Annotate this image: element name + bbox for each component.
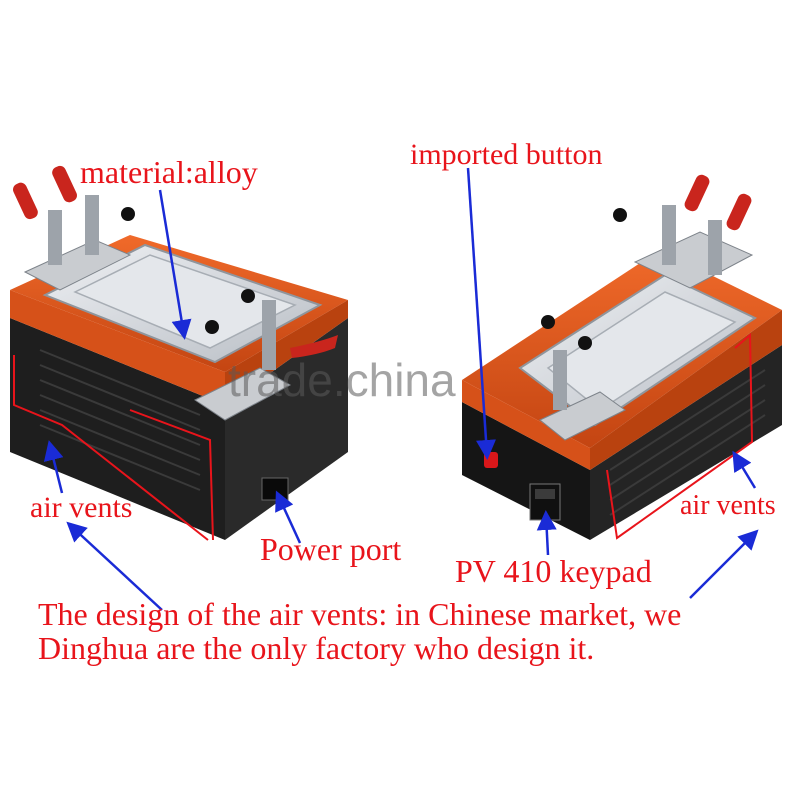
keypad-label: PV 410 keypad (455, 553, 652, 589)
vent-outlines (13, 332, 754, 541)
watermark: trade.china (228, 354, 456, 406)
note-line-1: The design of the air vents: in Chinese … (38, 596, 682, 632)
right-machine (462, 174, 782, 540)
annotation-arrows (43, 167, 759, 611)
air-vents-right-label: air vents (680, 490, 776, 521)
left-machine (10, 165, 348, 540)
note-line-2: Dinghua are the only factory who design … (38, 630, 595, 666)
power-port-label: Power port (260, 531, 402, 567)
material-label: material:alloy (80, 154, 258, 190)
air-vents-left-label: air vents (30, 491, 133, 524)
imported-button-label: imported button (410, 138, 603, 171)
